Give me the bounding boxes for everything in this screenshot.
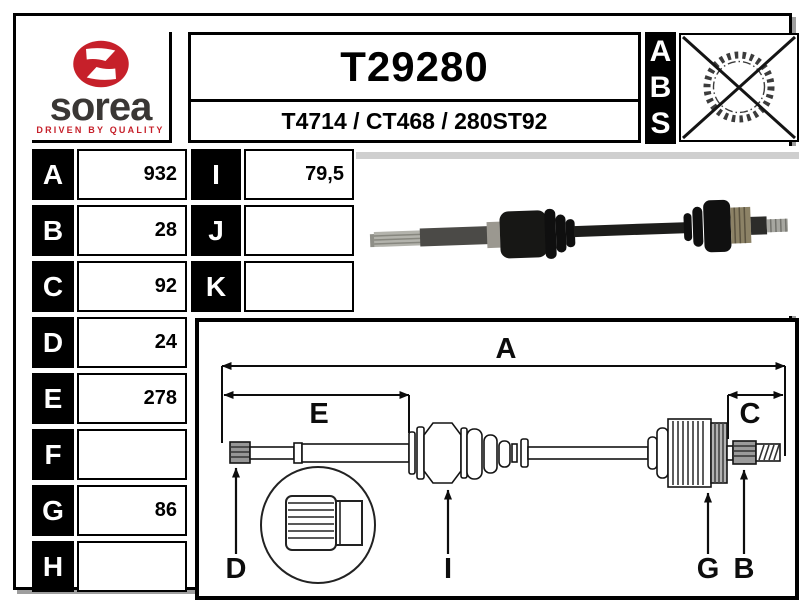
driveshaft-diagram: A E C <box>221 333 786 585</box>
dim-label-i: I <box>191 149 241 200</box>
abs-indicator-strip: A B S <box>645 32 676 144</box>
dim-value-c: 92 <box>77 261 187 312</box>
dim-value-h <box>77 541 187 592</box>
dim-label-e: E <box>32 373 74 424</box>
brand-tagline: DRIVEN BY QUALITY <box>36 124 165 135</box>
abs-letter-s: S <box>650 107 671 140</box>
driveshaft-photo <box>356 152 799 259</box>
part-number: T29280 <box>191 35 638 102</box>
reference-line: T4714 / CT468 / 280ST92 <box>281 107 548 134</box>
abs-letter-b: B <box>649 71 672 104</box>
abs-ring-box <box>679 33 799 142</box>
dim-value-g: 86 <box>77 485 187 536</box>
diagram-label-c: C <box>740 398 761 430</box>
abs-letter-a: A <box>649 35 672 68</box>
dim-value-j <box>244 205 354 256</box>
photo-panel <box>356 146 799 316</box>
dim-label-g: G <box>32 485 74 536</box>
sorea-icon <box>72 40 129 87</box>
diagram-panel: A E C <box>195 318 799 600</box>
dim-label-h: H <box>32 541 74 592</box>
dim-value-i: 79,5 <box>244 149 354 200</box>
diagram-label-d: D <box>226 553 247 585</box>
diagram-label-g: G <box>697 553 720 585</box>
logo-box: sorea DRIVEN BY QUALITY <box>32 32 172 143</box>
diagram-label-i: I <box>444 553 452 585</box>
dim-label-b: B <box>32 205 74 256</box>
datasheet-frame: sorea DRIVEN BY QUALITY T29280 T4714 / C… <box>13 13 799 600</box>
diagram-label-e: E <box>309 398 328 430</box>
dim-label-k: K <box>191 261 241 312</box>
crossed-gear-icon <box>681 35 797 140</box>
diagram-label-b: B <box>734 553 755 585</box>
diagram-label-a: A <box>496 333 517 365</box>
brand-wordmark: sorea <box>49 84 153 129</box>
dim-value-e: 278 <box>77 373 187 424</box>
dim-value-d: 24 <box>77 317 187 368</box>
dim-label-j: J <box>191 205 241 256</box>
dim-value-k <box>244 261 354 312</box>
dim-label-d: D <box>32 317 74 368</box>
dim-label-a: A <box>32 149 74 200</box>
dim-value-b: 28 <box>77 205 187 256</box>
dim-label-f: F <box>32 429 74 480</box>
dim-value-f <box>77 429 187 480</box>
title-box: T29280 T4714 / CT468 / 280ST92 <box>188 32 641 143</box>
dim-label-c: C <box>32 261 74 312</box>
dim-value-a: 932 <box>77 149 187 200</box>
